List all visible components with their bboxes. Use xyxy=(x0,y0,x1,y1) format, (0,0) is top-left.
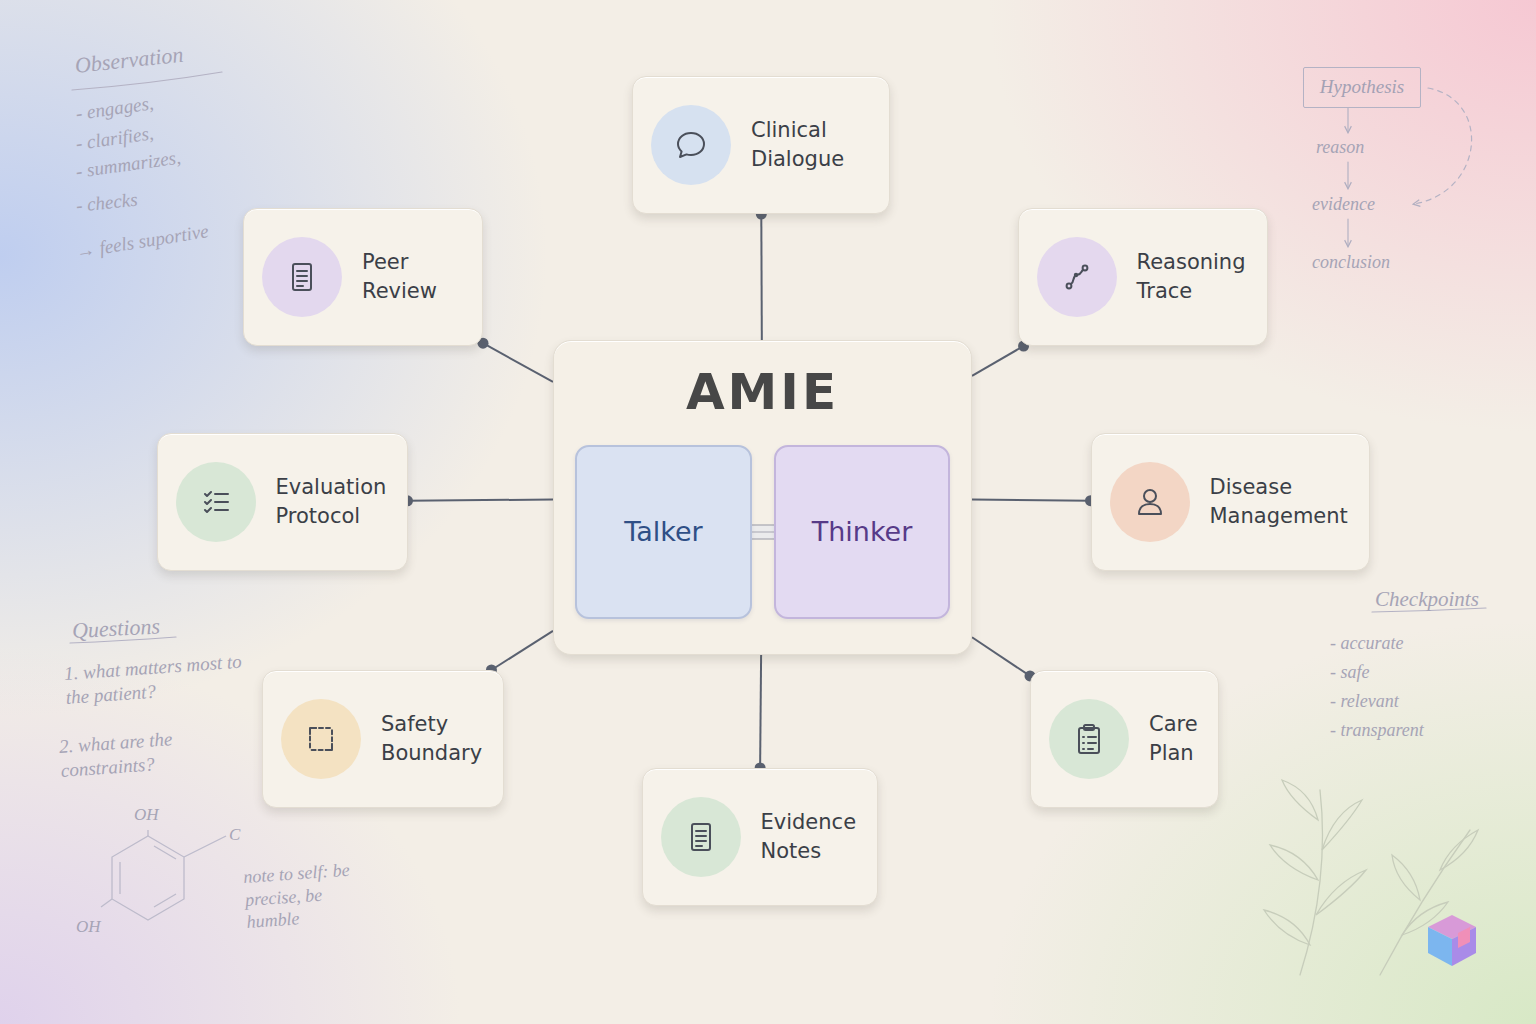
connector-stroke xyxy=(483,343,553,382)
sketch-stroke xyxy=(147,830,148,836)
sketch-stroke xyxy=(101,830,226,920)
link-groove xyxy=(750,531,776,533)
handwritten-note: - safe xyxy=(1330,661,1370,684)
topic-card: Peer Review xyxy=(243,208,483,346)
sketch-stroke xyxy=(1316,870,1366,915)
node-label: Disease Management xyxy=(1210,473,1348,531)
sketch-stroke xyxy=(120,846,176,907)
handwritten-note: Questions xyxy=(71,612,160,644)
topic-card: Disease Management xyxy=(1091,433,1370,571)
icon-circle xyxy=(661,797,741,877)
handwritten-note: C xyxy=(229,824,240,845)
node-label: Safety Boundary xyxy=(381,710,482,768)
hub-title: AMIE xyxy=(554,363,971,421)
icon-circle xyxy=(1049,699,1129,779)
sketch-stroke xyxy=(1392,855,1420,900)
topic-card: Clinical Dialogue xyxy=(632,76,890,214)
handwritten-note: - engages, xyxy=(74,91,155,125)
handwritten-note: - transparent xyxy=(1330,719,1424,742)
icon-circle xyxy=(651,105,731,185)
node-label: Hypothesis xyxy=(1320,74,1404,100)
topic-card: Evaluation Protocol xyxy=(157,433,408,571)
connector-line xyxy=(972,341,1029,376)
icon xyxy=(301,719,341,759)
module-box: Talker xyxy=(575,445,752,619)
handwritten-note: - relevant xyxy=(1330,690,1399,713)
icon xyxy=(282,257,322,297)
handwritten-note: OH xyxy=(76,916,101,937)
icon xyxy=(681,817,721,857)
topic-card: Evidence Notes xyxy=(642,768,878,906)
icon-circle xyxy=(1037,237,1117,317)
handwritten-note: → feels suportive xyxy=(74,219,210,263)
topic-card: Safety Boundary xyxy=(262,670,504,808)
node-label: Talker xyxy=(624,513,702,550)
sketch-stroke xyxy=(1300,790,1323,975)
sketch-stroke xyxy=(1264,780,1478,975)
sketch-stroke xyxy=(184,836,226,857)
connector-line xyxy=(486,631,553,676)
connector-stroke xyxy=(972,346,1024,376)
handwritten-note: - accurate xyxy=(1330,632,1403,655)
sketch-stroke xyxy=(1452,927,1476,966)
icon xyxy=(1130,482,1170,522)
handwritten-note: Observation xyxy=(74,41,185,80)
icon xyxy=(1057,257,1097,297)
sketch-stroke xyxy=(1428,927,1452,966)
topic-card: Reasoning Trace xyxy=(1018,208,1268,346)
sketch-stroke xyxy=(1282,780,1318,820)
connector-stroke xyxy=(408,499,554,500)
sketch-stroke xyxy=(1440,830,1478,870)
node-label: Peer Review xyxy=(362,248,437,306)
sketch-stroke xyxy=(112,836,184,920)
handwritten-note: note to self: be precise, be humble xyxy=(243,857,372,933)
icon-circle xyxy=(262,237,342,317)
handwritten-note: 1. what matters most to the patient? xyxy=(63,648,266,709)
icon-circle xyxy=(176,462,256,542)
handwritten-note: evidence xyxy=(1312,193,1375,216)
handwritten-note: conclusion xyxy=(1312,251,1390,274)
connector-stroke xyxy=(760,214,763,340)
node-label: Evaluation Protocol xyxy=(276,473,387,531)
icon xyxy=(196,482,236,522)
connector-line xyxy=(756,209,767,341)
connector-line xyxy=(972,495,1096,506)
sketch-stroke xyxy=(1264,910,1310,945)
handwritten-note: Checkpoints xyxy=(1375,586,1479,612)
handwritten-note: - checks xyxy=(75,188,139,218)
icon-circle xyxy=(281,699,361,779)
topic-card: Care Plan xyxy=(1030,670,1219,808)
connector-line xyxy=(478,338,554,382)
handwritten-note: OH xyxy=(134,804,159,825)
connector-stroke xyxy=(972,500,1091,501)
connector-line xyxy=(972,637,1036,681)
node-label: Evidence Notes xyxy=(761,808,857,866)
sketch-stroke xyxy=(1428,915,1476,966)
sketch-stroke xyxy=(1414,88,1472,204)
handwritten-note: 2. what are the constraints? xyxy=(58,723,231,782)
sketch-stroke xyxy=(101,899,112,907)
sketch-box: Hypothesis xyxy=(1303,67,1421,108)
connector-line xyxy=(402,495,553,506)
connector-stroke xyxy=(972,637,1030,676)
handwritten-note: reason xyxy=(1316,136,1364,159)
sketch-stroke xyxy=(1347,219,1348,246)
icon xyxy=(671,125,711,165)
sketch-stroke xyxy=(1458,927,1470,948)
node-label: Clinical Dialogue xyxy=(751,116,844,174)
sketch-stroke xyxy=(1347,108,1348,132)
connector-stroke xyxy=(759,655,762,768)
sketch-stroke xyxy=(1347,162,1348,188)
node-label: Care Plan xyxy=(1149,710,1198,768)
connector-line xyxy=(755,655,766,774)
hub-box: AMIE Talker Thinker xyxy=(553,340,972,655)
node-label: Thinker xyxy=(812,513,913,550)
icon xyxy=(1069,719,1109,759)
node-label: Reasoning Trace xyxy=(1137,248,1246,306)
icon-circle xyxy=(1110,462,1190,542)
module-box: Thinker xyxy=(774,445,950,619)
sketch-stroke xyxy=(1322,800,1362,850)
sketch-stroke xyxy=(1270,845,1318,880)
connector-stroke xyxy=(491,631,553,670)
